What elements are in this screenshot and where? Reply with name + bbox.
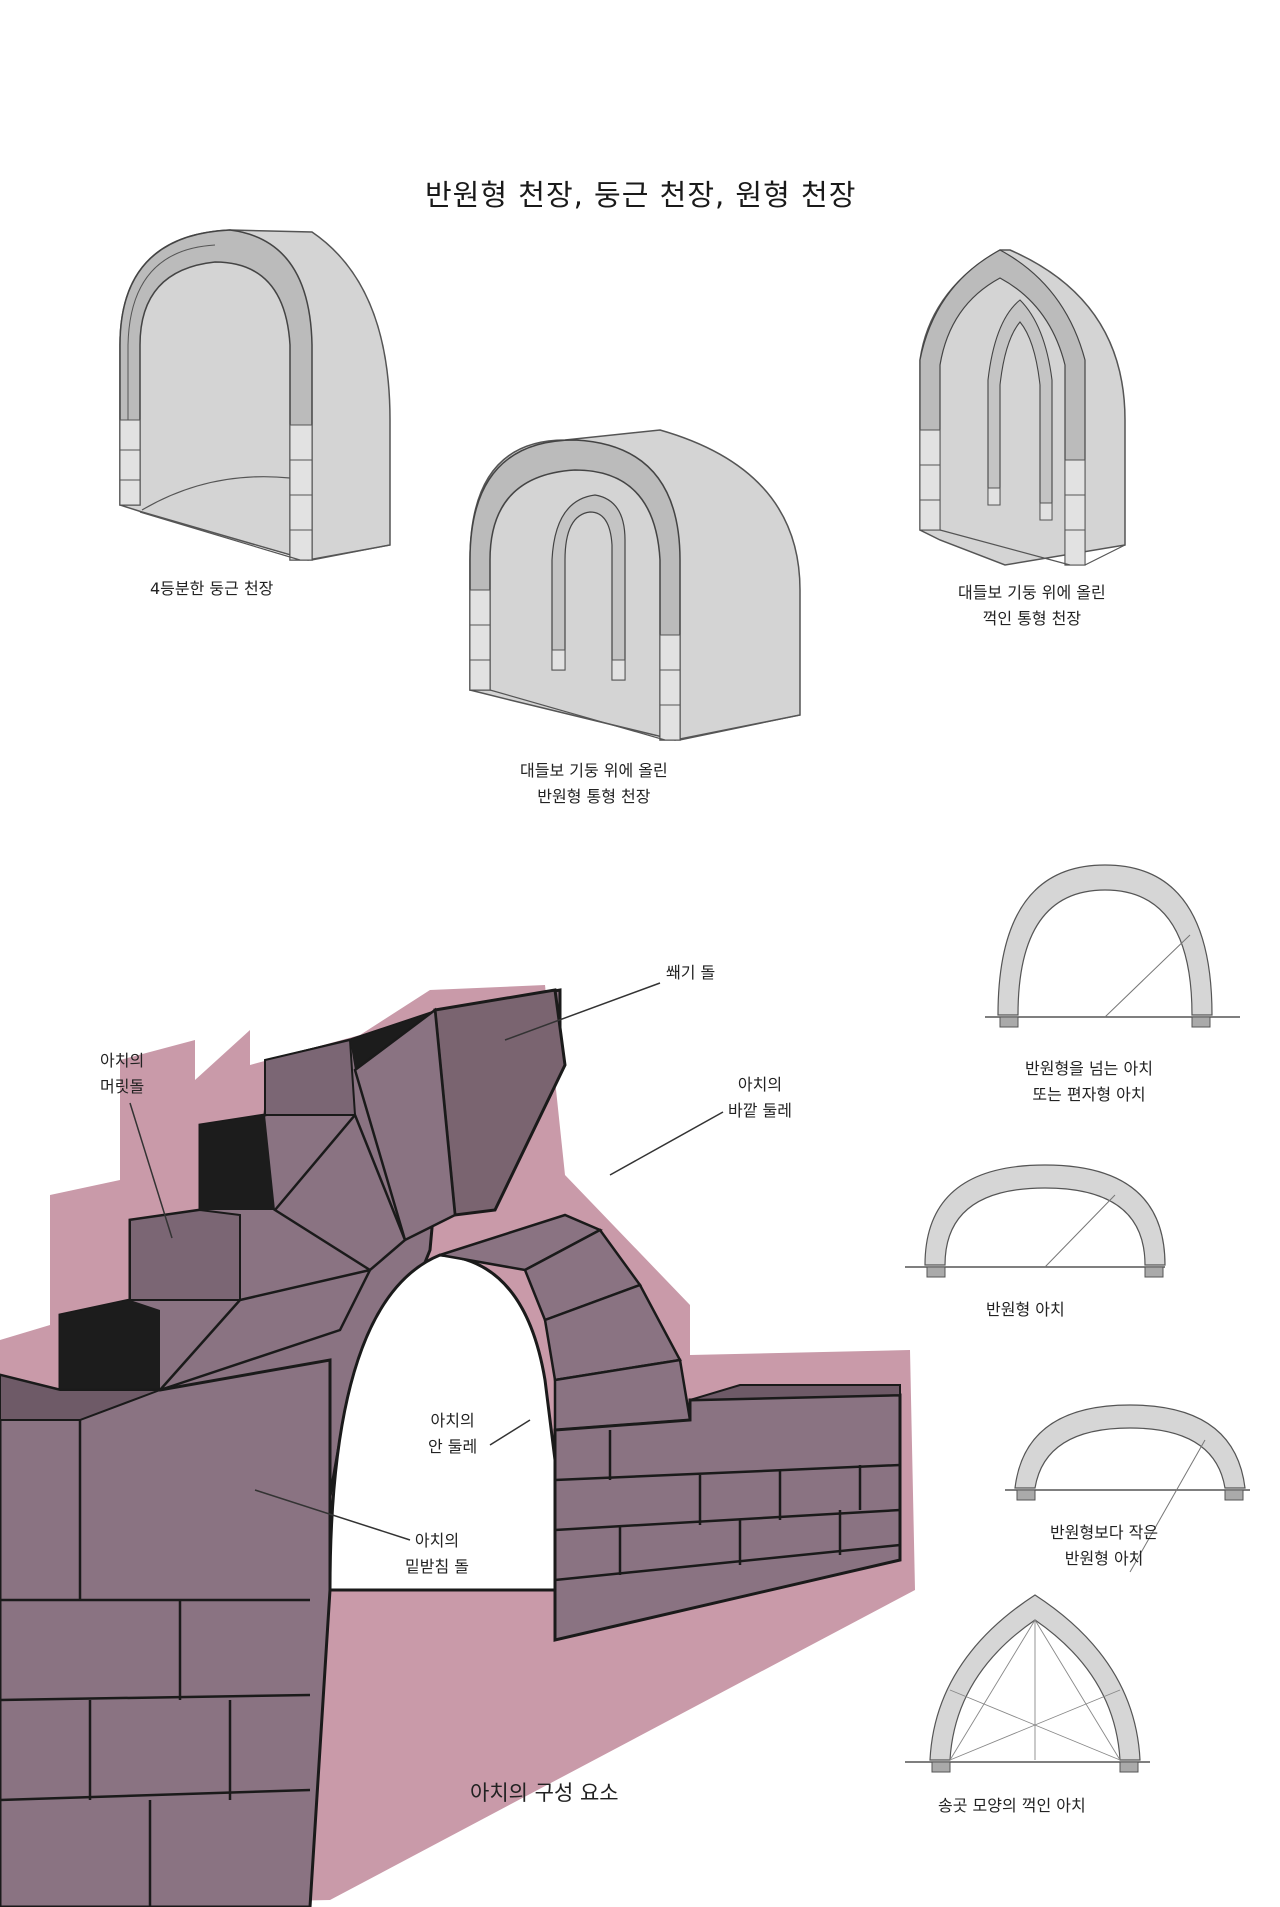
vault-pointed-barrel-drawing	[919, 249, 1126, 566]
label-keystone: 쐐기 돌	[666, 963, 716, 982]
label-semicircular-barrel-vault: 대들보 기둥 위에 올린 반원형 통형 천장	[520, 761, 668, 806]
page-title: 반원형 천장, 둥근 천장, 원형 천장	[425, 178, 857, 212]
arch-segmental-drawing	[1005, 1404, 1250, 1573]
label-extrados: 아치의 바깥 둘레	[728, 1075, 792, 1120]
label-pointed-arch: 송곳 모양의 꺽인 아치	[938, 1796, 1086, 1815]
label-pointed-barrel-vault: 대들보 기둥 위에 올린 꺽인 통형 천장	[958, 583, 1106, 628]
caption-arch-components: 아치의 구성 요소	[470, 1781, 619, 1805]
label-horseshoe-arch: 반원형을 넘는 아치 또는 편자형 아치	[1025, 1059, 1153, 1104]
arch-horseshoe-drawing	[985, 864, 1240, 1028]
label-springer: 아치의 머릿돌	[100, 1051, 145, 1096]
label-semicircular-arch: 반원형 아치	[986, 1300, 1065, 1319]
arch-pointed-drawing	[905, 1594, 1150, 1773]
arch-semicircular-drawing	[905, 1164, 1166, 1278]
label-impost: 아치의 밑받침 돌	[405, 1531, 469, 1576]
vault-semicircular-barrel-drawing	[469, 429, 801, 741]
label-intrados: 아치의 안 둘레	[428, 1411, 478, 1456]
label-segmental-arch: 반원형보다 작은 반원형 아치	[1050, 1523, 1159, 1568]
leader-lines	[129, 982, 724, 1541]
vault-quadripartite-drawing	[119, 229, 391, 561]
arch-components-drawing	[0, 985, 915, 1907]
label-quadripartite-vault: 4등분한 둥근 천장	[150, 579, 274, 598]
